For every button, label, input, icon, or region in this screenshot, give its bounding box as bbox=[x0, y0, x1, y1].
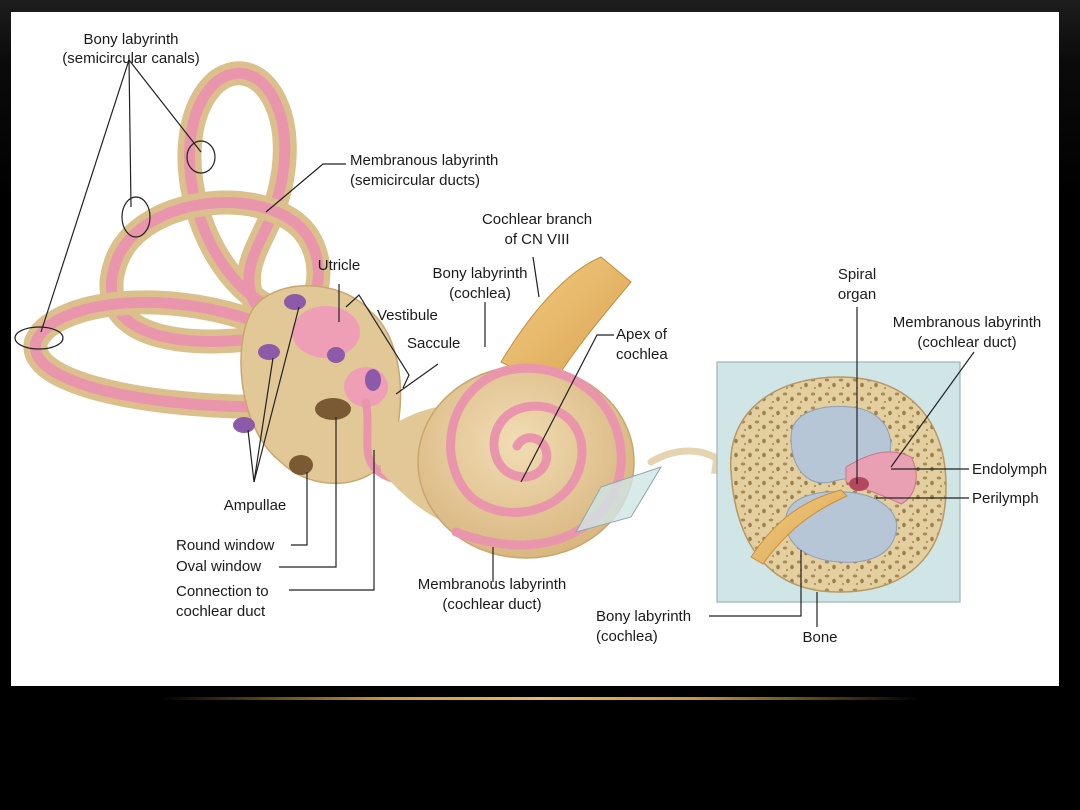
label-membranous-cochlea-1: Membranous labyrinth bbox=[418, 576, 566, 593]
leader-apex bbox=[520, 334, 614, 483]
label-cochlear-branch-2: of CN VIII bbox=[504, 231, 569, 248]
ampulla-3 bbox=[233, 417, 255, 433]
inset-spiral-organ bbox=[849, 477, 869, 491]
label-membranous-cochlea-2: (cochlear duct) bbox=[442, 596, 541, 613]
label-membranous-semicircular-1: Membranous labyrinth bbox=[350, 152, 498, 169]
label-inset-bony-2: (cochlea) bbox=[596, 628, 658, 645]
leader-inset-bony bbox=[709, 550, 802, 617]
semicircular-canals bbox=[23, 61, 331, 419]
cochlea-section-plane bbox=[574, 466, 663, 533]
leader-vestibule bbox=[345, 294, 410, 389]
oval-window-opening bbox=[315, 398, 351, 420]
ampulla-2 bbox=[258, 344, 280, 360]
inset-nerve bbox=[750, 489, 848, 565]
leader-ampullae-2 bbox=[253, 357, 274, 483]
label-bony-cochlea-1: Bony labyrinth bbox=[432, 265, 527, 282]
leader-ampullae-1 bbox=[253, 306, 300, 483]
ampulla-5 bbox=[365, 369, 381, 391]
ampulla-4 bbox=[327, 347, 345, 363]
inset-arrow bbox=[647, 447, 727, 468]
cochlea bbox=[381, 363, 663, 559]
anterior-canal-duct bbox=[184, 67, 297, 348]
label-bony-cochlea-2: (cochlea) bbox=[449, 285, 511, 302]
cochlear-duct-spiral bbox=[446, 363, 626, 550]
label-spiral-organ-1: Spiral bbox=[838, 266, 876, 283]
labels: Bony labyrinth (semicircular canals) Mem… bbox=[62, 31, 1047, 646]
leader-bony-canals-b bbox=[128, 59, 132, 208]
label-bony-semicircular-1: Bony labyrinth bbox=[83, 31, 178, 48]
leader-round-window bbox=[291, 472, 308, 546]
cochlea-cross-section-inset bbox=[716, 361, 961, 603]
utricle-sac bbox=[292, 306, 360, 358]
label-oval-window: Oval window bbox=[176, 558, 261, 575]
label-connection-1: Connection to bbox=[176, 583, 269, 600]
inner-ear-diagram: Bony labyrinth (semicircular canals) Mem… bbox=[14, 31, 1047, 646]
ampulla-1 bbox=[284, 294, 306, 310]
label-saccule: Saccule bbox=[407, 335, 460, 352]
inner-ear-figure: Bony labyrinth (semicircular canals) Mem… bbox=[11, 12, 1059, 686]
label-endolymph: Endolymph bbox=[972, 461, 1047, 478]
cochlear-nerve bbox=[500, 256, 632, 388]
leader-membranous-ducts bbox=[265, 163, 346, 213]
canal-marker-3 bbox=[14, 326, 64, 350]
label-spiral-organ-2: organ bbox=[838, 286, 876, 303]
leader-bony-canals-c bbox=[40, 59, 130, 333]
label-connection-2: cochlear duct bbox=[176, 603, 266, 620]
canal-marker-1 bbox=[186, 140, 216, 174]
leader-ampullae-3 bbox=[247, 429, 255, 483]
gold-divider-rule bbox=[160, 697, 920, 700]
leader-lines bbox=[14, 59, 975, 627]
label-bone: Bone bbox=[802, 629, 837, 646]
posterior-canal-duct bbox=[105, 197, 324, 347]
leader-saccule bbox=[395, 363, 439, 395]
canal-marker-2 bbox=[121, 196, 151, 238]
label-inset-membranous-1: Membranous labyrinth bbox=[893, 314, 1041, 331]
label-apex-1: Apex of bbox=[616, 326, 668, 343]
label-round-window: Round window bbox=[176, 537, 275, 554]
label-utricle: Utricle bbox=[318, 257, 361, 274]
label-bony-semicircular-2: (semicircular canals) bbox=[62, 50, 200, 67]
label-ampullae: Ampullae bbox=[224, 497, 287, 514]
label-inset-bony-1: Bony labyrinth bbox=[596, 608, 691, 625]
label-inset-membranous-2: (cochlear duct) bbox=[917, 334, 1016, 351]
label-apex-2: cochlea bbox=[616, 346, 668, 363]
label-vestibule: Vestibule bbox=[377, 307, 438, 324]
lateral-canal-duct bbox=[30, 296, 287, 413]
label-cochlear-branch-1: Cochlear branch bbox=[482, 211, 592, 228]
leader-cochlear-branch bbox=[532, 256, 540, 298]
label-membranous-semicircular-2: (semicircular ducts) bbox=[350, 172, 480, 189]
leader-oval-window bbox=[279, 417, 337, 568]
inset-cochlear-duct bbox=[845, 451, 917, 505]
round-window-opening bbox=[289, 455, 313, 475]
leader-bony-canals bbox=[128, 59, 202, 153]
leader-connection bbox=[289, 450, 375, 591]
leader-inset-membranous bbox=[890, 351, 975, 468]
label-perilymph: Perilymph bbox=[972, 490, 1039, 507]
